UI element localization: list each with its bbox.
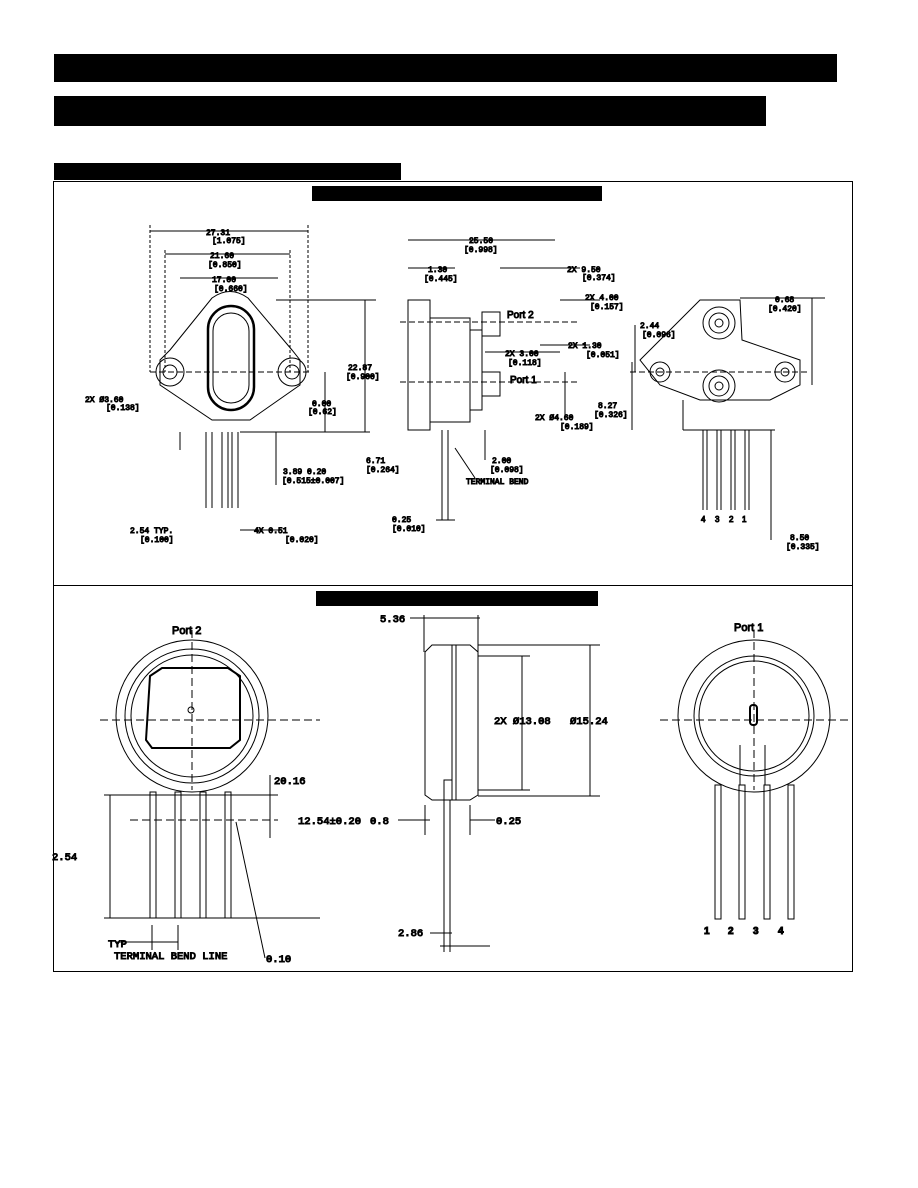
top-side-view bbox=[400, 239, 633, 521]
svg-text:[0.850]: [0.850] bbox=[208, 261, 242, 270]
svg-text:[0.096]: [0.096] bbox=[642, 331, 676, 340]
svg-text:0.00: 0.00 bbox=[312, 400, 331, 409]
svg-text:2X Ø4.60: 2X Ø4.60 bbox=[535, 414, 574, 423]
svg-text:27.31: 27.31 bbox=[206, 229, 230, 238]
svg-text:[0.020]: [0.020] bbox=[285, 536, 319, 545]
svg-text:2X 4.00: 2X 4.00 bbox=[585, 294, 619, 303]
svg-text:[0.051]: [0.051] bbox=[586, 351, 620, 360]
svg-text:0.10: 0.10 bbox=[266, 954, 291, 966]
svg-text:0.25: 0.25 bbox=[392, 516, 411, 525]
svg-text:[0.998]: [0.998] bbox=[464, 246, 498, 255]
svg-text:0.68: 0.68 bbox=[775, 296, 794, 305]
svg-text:2X 1.30: 2X 1.30 bbox=[568, 342, 602, 351]
svg-text:2.00: 2.00 bbox=[492, 457, 511, 466]
svg-text:[0.326]: [0.326] bbox=[594, 411, 628, 420]
svg-text:2X Ø13.08: 2X Ø13.08 bbox=[494, 716, 551, 728]
svg-text:Ø15.24: Ø15.24 bbox=[570, 716, 608, 728]
svg-text:3: 3 bbox=[753, 926, 759, 937]
svg-text:Port 1: Port 1 bbox=[510, 375, 537, 386]
bottom-right-view bbox=[660, 630, 850, 920]
bottom-side-dims: 5.36 2X Ø13.08 Ø15.24 0.8 0.25 2.86 bbox=[370, 614, 609, 941]
svg-text:[0.420]: [0.420] bbox=[768, 305, 802, 314]
svg-text:[0.515±0.007]: [0.515±0.007] bbox=[282, 477, 344, 486]
svg-text:[0.62]: [0.62] bbox=[308, 408, 337, 417]
svg-text:2.54 TYP.: 2.54 TYP. bbox=[130, 527, 173, 536]
svg-text:6.71: 6.71 bbox=[366, 457, 385, 466]
svg-text:[0.100]: [0.100] bbox=[140, 536, 174, 545]
svg-text:2X Ø3.60: 2X Ø3.60 bbox=[85, 396, 124, 405]
svg-text:[0.138]: [0.138] bbox=[106, 404, 140, 413]
svg-text:1: 1 bbox=[704, 926, 710, 937]
svg-text:Port 2: Port 2 bbox=[172, 625, 201, 637]
svg-text:2: 2 bbox=[728, 926, 734, 937]
svg-text:[0.445]: [0.445] bbox=[424, 275, 458, 284]
svg-text:[0.098]: [0.098] bbox=[490, 466, 524, 475]
svg-text:22.87: 22.87 bbox=[348, 364, 372, 373]
top-back-dims: 0.68 [0.420] 2.44 [0.096] 8.50 [0.335] 4… bbox=[640, 296, 821, 553]
svg-text:4: 4 bbox=[701, 515, 706, 524]
top-side-dims: 25.50 [0.998] 1.30 [0.445] 2X 9.50 [0.37… bbox=[366, 237, 629, 535]
svg-text:1: 1 bbox=[742, 515, 747, 524]
svg-text:8.50: 8.50 bbox=[790, 534, 809, 543]
top-back-view bbox=[630, 297, 825, 540]
svg-text:0.8: 0.8 bbox=[370, 816, 389, 828]
svg-text:[0.189]: [0.189] bbox=[560, 423, 594, 432]
bottom-side-view bbox=[398, 615, 600, 952]
svg-text:2.44: 2.44 bbox=[640, 322, 659, 331]
svg-text:3.89 0.20: 3.89 0.20 bbox=[283, 468, 326, 477]
svg-text:TERMINAL BEND: TERMINAL BEND bbox=[466, 478, 529, 487]
svg-text:[0.335]: [0.335] bbox=[786, 543, 820, 552]
svg-text:25.50: 25.50 bbox=[469, 237, 493, 246]
svg-text:20.16: 20.16 bbox=[274, 776, 306, 788]
svg-text:2.54: 2.54 bbox=[52, 852, 77, 864]
drawing-frame bbox=[53, 181, 853, 972]
svg-text:TYP: TYP bbox=[108, 939, 127, 951]
svg-text:Port 2: Port 2 bbox=[507, 310, 534, 321]
svg-text:[0.900]: [0.900] bbox=[346, 373, 380, 382]
header-bar-2 bbox=[54, 96, 766, 126]
frame-divider bbox=[53, 585, 853, 586]
svg-text:[0.660]: [0.660] bbox=[214, 285, 248, 294]
bottom-left-view bbox=[100, 630, 320, 959]
section-title-bar bbox=[54, 163, 401, 180]
svg-text:4X 0.51: 4X 0.51 bbox=[254, 527, 288, 536]
top-front-dims: 27.31 [1.075] 21.60 [0.850] 17.00 [0.660… bbox=[85, 229, 381, 546]
svg-text:3: 3 bbox=[715, 515, 720, 524]
top-caption-bar bbox=[312, 186, 602, 201]
svg-text:2.86: 2.86 bbox=[398, 928, 423, 940]
svg-text:2: 2 bbox=[729, 515, 734, 524]
svg-text:[0.157]: [0.157] bbox=[590, 303, 624, 312]
svg-text:2X 9.50: 2X 9.50 bbox=[567, 266, 601, 275]
top-front-view bbox=[149, 225, 376, 531]
svg-text:12.54±0.20: 12.54±0.20 bbox=[298, 816, 361, 828]
svg-text:5.36: 5.36 bbox=[380, 614, 405, 626]
svg-text:1.30: 1.30 bbox=[428, 266, 447, 275]
svg-text:[0.010]: [0.010] bbox=[392, 525, 426, 534]
svg-text:17.00: 17.00 bbox=[212, 276, 236, 285]
svg-text:4: 4 bbox=[778, 926, 784, 937]
svg-text:0.25: 0.25 bbox=[496, 816, 521, 828]
header-bar-1 bbox=[54, 54, 837, 82]
bottom-caption-bar bbox=[316, 591, 598, 606]
svg-text:Port 1: Port 1 bbox=[734, 622, 763, 634]
bottom-right-labels: Port 1 1 2 3 4 bbox=[704, 622, 785, 938]
svg-text:[1.075]: [1.075] bbox=[212, 237, 246, 246]
svg-text:[0.264]: [0.264] bbox=[366, 466, 400, 475]
svg-text:2X 3.00: 2X 3.00 bbox=[505, 350, 539, 359]
svg-text:TERMINAL BEND LINE: TERMINAL BEND LINE bbox=[114, 951, 227, 963]
bottom-left-dims: Port 2 20.16 12.54±0.20 2.54 TYP TERMINA… bbox=[52, 625, 362, 967]
svg-text:8.27: 8.27 bbox=[598, 402, 617, 411]
svg-text:[0.374]: [0.374] bbox=[582, 274, 616, 283]
svg-text:[0.118]: [0.118] bbox=[508, 359, 542, 368]
svg-text:21.60: 21.60 bbox=[210, 252, 234, 261]
